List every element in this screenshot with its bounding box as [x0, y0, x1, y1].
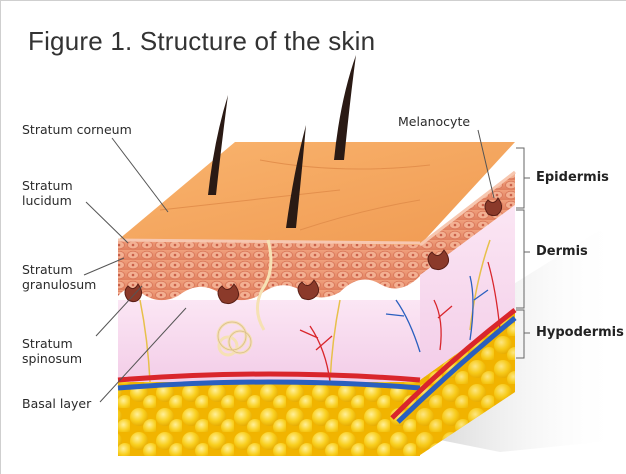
label-dermis: Dermis [536, 244, 588, 259]
label-stratum-granulosum: Stratum granulosum [22, 262, 96, 292]
dermis-front [118, 300, 420, 382]
hypodermis-front [118, 382, 420, 456]
label-stratum-corneum: Stratum corneum [22, 122, 132, 137]
label-stratum-spinosum: Stratum spinosum [22, 336, 82, 366]
label-hypodermis: Hypodermis [536, 325, 624, 340]
label-epidermis: Epidermis [536, 170, 609, 185]
label-stratum-lucidum: Stratum lucidum [22, 178, 73, 208]
label-basal-layer: Basal layer [22, 396, 91, 411]
figure-title: Figure 1. Structure of the skin [28, 26, 375, 57]
label-melanocyte: Melanocyte [398, 114, 470, 129]
